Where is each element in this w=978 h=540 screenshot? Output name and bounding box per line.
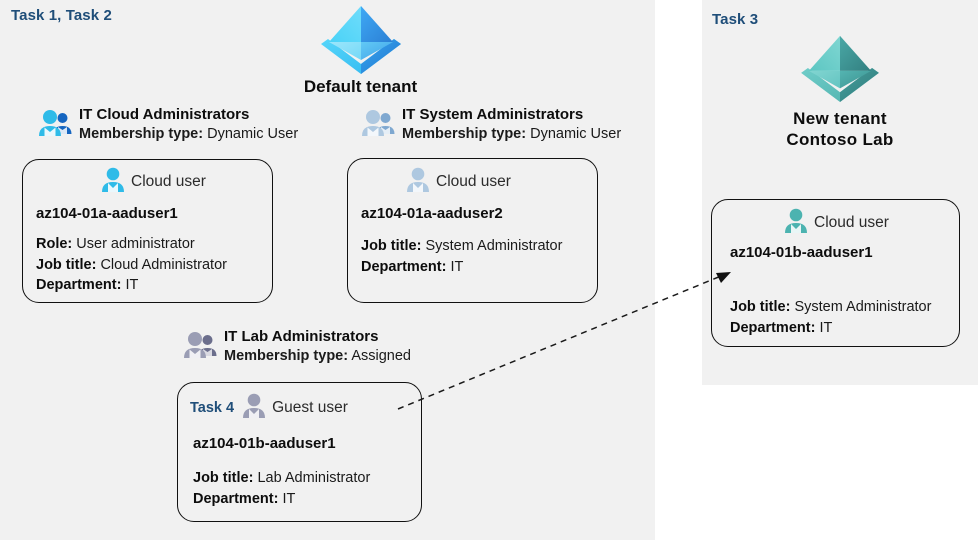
user-card-az104-01a-aaduser1: Cloud user az104-01a-aaduser1 Role: User… xyxy=(22,159,273,303)
property-key: Department: xyxy=(193,490,279,507)
card-header: Cloud user xyxy=(712,200,959,238)
membership-type-value: Dynamic User xyxy=(530,126,622,143)
user-type-label: Cloud user xyxy=(436,173,511,190)
guest-user-icon xyxy=(242,393,266,423)
property-key: Department: xyxy=(36,277,122,294)
property-row: Job title: Lab Administrator xyxy=(193,468,421,489)
membership-type-key: Membership type: xyxy=(79,126,204,143)
property-key: Job title: xyxy=(193,470,254,486)
cloud-user-icon xyxy=(101,167,125,197)
default-tenant-panel xyxy=(0,0,655,540)
group-header-it-system-administrators: IT System Administrators Membership type… xyxy=(361,104,621,144)
user-properties: Job title: System Administrator Departme… xyxy=(712,261,959,338)
property-key: Job title: xyxy=(730,299,791,315)
user-type-label: Cloud user xyxy=(814,214,889,231)
property-row: Job title: Cloud Administrator xyxy=(36,255,272,276)
group-header-it-lab-administrators: IT Lab Administrators Membership type: A… xyxy=(183,326,411,366)
card-header: Cloud user xyxy=(348,159,597,197)
cloud-user-icon xyxy=(406,167,430,197)
user-card-az104-01a-aaduser2: Cloud user az104-01a-aaduser2 Job title:… xyxy=(347,158,598,303)
group-membership-type: Membership type: Dynamic User xyxy=(402,125,621,144)
user-card-guest-az104-01b-aaduser1: Task 4 Guest user az104-01b-aaduser1 Job… xyxy=(177,382,422,522)
membership-type-value: Dynamic User xyxy=(207,126,299,143)
task-label-1-2: Task 1, Task 2 xyxy=(11,7,112,24)
user-id: az104-01a-aaduser2 xyxy=(361,205,503,222)
group-users-icon xyxy=(183,331,217,366)
user-type-label: Cloud user xyxy=(131,173,206,190)
group-name: IT System Administrators xyxy=(402,106,584,123)
card-header: Task 4 Guest user xyxy=(178,383,421,423)
property-value: Lab Administrator xyxy=(257,470,371,486)
cloud-user-icon xyxy=(784,208,808,238)
user-properties: Job title: Lab Administrator Department:… xyxy=(178,452,421,509)
user-properties: Role: User administrator Job title: Clou… xyxy=(23,222,272,296)
user-type-label: Guest user xyxy=(272,399,348,416)
user-id: az104-01b-aaduser1 xyxy=(730,244,873,261)
new-tenant-name: New tenant Contoso Lab xyxy=(786,109,894,150)
property-key: Job title: xyxy=(361,238,422,254)
membership-type-key: Membership type: xyxy=(402,126,527,143)
default-tenant-name: Default tenant xyxy=(303,77,418,96)
property-row: Department: IT xyxy=(193,489,421,510)
task-label-4: Task 4 xyxy=(190,400,235,416)
property-row: Job title: System Administrator xyxy=(361,236,597,257)
azure-tenant-pyramid-icon xyxy=(801,35,879,102)
property-row: Department: IT xyxy=(36,275,272,296)
group-header-it-cloud-administrators: IT Cloud Administrators Membership type:… xyxy=(38,104,298,144)
property-row: Department: IT xyxy=(361,257,597,278)
group-users-icon xyxy=(361,109,395,144)
azure-tenant-pyramid-icon xyxy=(320,6,401,74)
property-key: Role: xyxy=(36,236,73,252)
property-key: Department: xyxy=(361,258,447,275)
property-value: System Administrator xyxy=(794,299,932,315)
membership-type-value: Assigned xyxy=(351,348,411,365)
property-value: User administrator xyxy=(76,236,195,252)
property-value: System Administrator xyxy=(425,238,563,254)
card-header: Cloud user xyxy=(23,160,272,197)
group-membership-type: Membership type: Dynamic User xyxy=(79,125,298,144)
user-id: az104-01a-aaduser1 xyxy=(36,205,178,222)
new-tenant-block: New tenant Contoso Lab xyxy=(706,32,974,151)
property-row: Role: User administrator xyxy=(36,234,272,255)
user-properties: Job title: System Administrator Departme… xyxy=(348,222,597,277)
property-row: Department: IT xyxy=(730,318,959,339)
group-name: IT Lab Administrators xyxy=(224,328,379,345)
default-tenant-block: Default tenant xyxy=(228,2,493,97)
task-label-3: Task 3 xyxy=(712,11,759,28)
property-key: Job title: xyxy=(36,256,97,273)
property-value: IT xyxy=(819,319,833,336)
membership-type-key: Membership type: xyxy=(224,348,349,365)
property-value: Cloud Administrator xyxy=(100,256,227,273)
property-value: IT xyxy=(282,490,296,507)
property-value: IT xyxy=(450,258,464,275)
group-name: IT Cloud Administrators xyxy=(79,106,250,123)
user-id: az104-01b-aaduser1 xyxy=(193,435,336,452)
property-row: Job title: System Administrator xyxy=(730,297,959,318)
group-membership-type: Membership type: Assigned xyxy=(224,347,411,366)
user-card-az104-01b-aaduser1: Cloud user az104-01b-aaduser1 Job title:… xyxy=(711,199,960,347)
group-users-icon xyxy=(38,109,72,144)
property-value: IT xyxy=(125,277,139,294)
property-key: Department: xyxy=(730,319,816,336)
